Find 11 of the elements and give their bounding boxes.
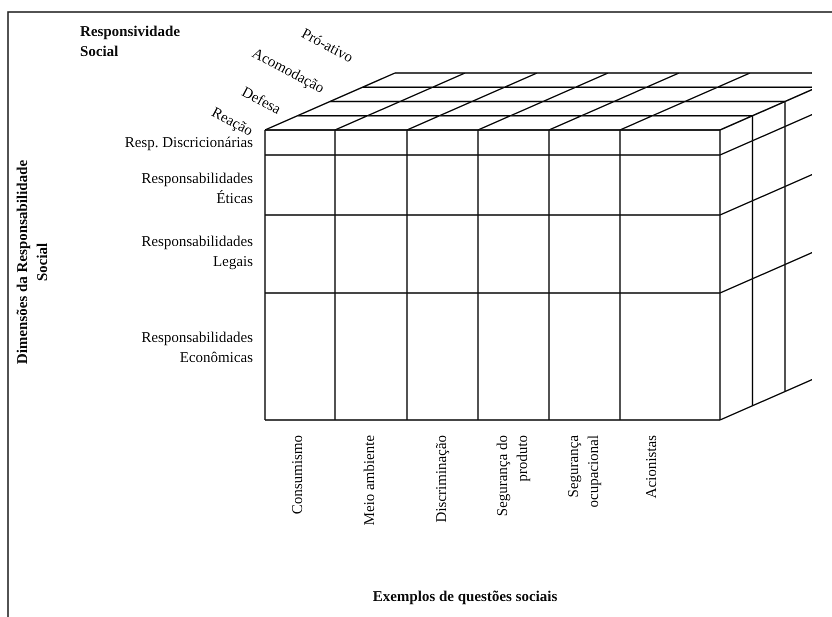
column-label: Acionistas: [643, 435, 661, 500]
axis-title: Exemplos de questões sociais: [372, 588, 558, 607]
row-label: Responsabilidades Éticas: [140, 170, 253, 209]
row-label: Responsabilidades Econômicas: [140, 329, 253, 368]
column-label: Segurança do produto: [494, 435, 532, 518]
axis-title: Responsividade Social: [80, 23, 182, 62]
row-label: Responsabilidades Legais: [140, 233, 253, 272]
axis-title: Dimensões da Responsabilidade Social: [14, 158, 52, 366]
column-label: Consumismo: [289, 435, 307, 516]
column-label: Meio ambiente: [361, 435, 379, 528]
column-label: Discriminação: [433, 435, 451, 524]
